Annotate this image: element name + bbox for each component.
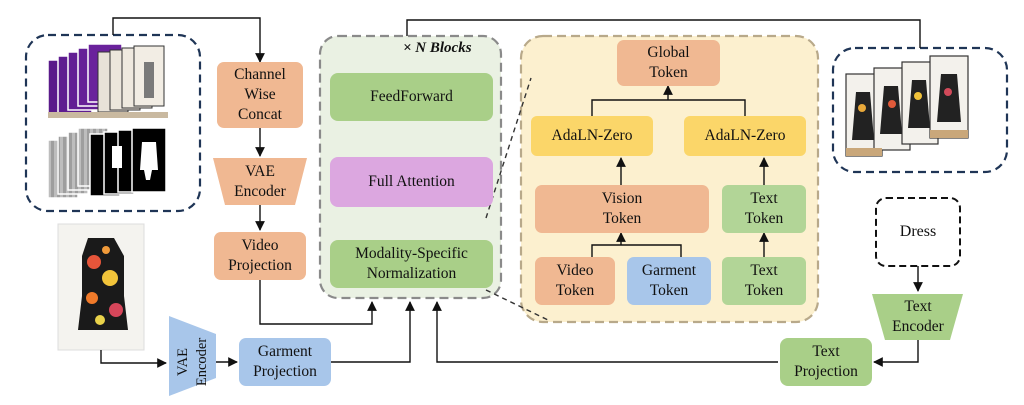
video-token-node: Video Token — [535, 257, 615, 305]
dress-prompt-box — [875, 197, 961, 267]
mask-frames-icon — [47, 127, 167, 199]
vision-token-node: Vision Token — [535, 185, 709, 233]
dress-prompt-text: Dress — [899, 222, 937, 240]
vae-encoder-label: VAE Encoder — [234, 163, 286, 200]
text-encoder-shape — [872, 294, 963, 340]
vae-encoder-garment-shape — [169, 316, 216, 396]
global-token-node: Global Token — [617, 40, 720, 86]
garment-to-encoder-arrow — [100, 350, 167, 368]
zoom-connector-bottom — [485, 289, 549, 321]
text-projection-node: Text Projection — [780, 338, 872, 386]
masked-video-frames-icon — [47, 43, 168, 119]
n-blocks-label: × N Blocks — [403, 40, 472, 56]
text-encoder-to-proj-arrow — [873, 340, 919, 367]
output-feedback-line — [406, 19, 921, 48]
adaln-zero-left-node: AdaLN-Zero — [531, 116, 653, 156]
garment-token-node: Garment Token — [627, 257, 711, 305]
garment-proj-to-transformer-arrow — [331, 301, 415, 363]
text-token-merged-node: Text Token — [722, 185, 806, 233]
output-video-frames-icon — [845, 55, 969, 157]
adaln-zero-right-node: AdaLN-Zero — [684, 116, 806, 156]
text-proj-to-transformer-arrow — [432, 301, 778, 363]
video-proj-to-transformer-arrow — [259, 280, 377, 325]
video-projection-node: Video Projection — [214, 232, 306, 280]
token-detail-panel — [519, 34, 820, 324]
garment-projection-node: Garment Projection — [239, 338, 331, 386]
full-attention-node: Full Attention — [330, 157, 493, 207]
modality-specific-normalization-node: Modality-Specific Normalization — [330, 240, 493, 288]
vae-encoder-shape — [213, 158, 307, 205]
zoom-connector-top — [485, 77, 532, 219]
vae-encoder-garment-label: VAE Encoder — [175, 337, 210, 387]
channel-wise-concat-node: Channel Wise Concat — [217, 62, 303, 128]
vision-merge-bracket — [591, 244, 682, 257]
text-encoder-label: Text Encoder — [892, 298, 944, 335]
input-to-concat-arrow — [112, 17, 265, 63]
garment-image — [57, 223, 145, 351]
feedforward-node: FeedForward — [330, 73, 493, 121]
text-token-node: Text Token — [722, 257, 806, 305]
